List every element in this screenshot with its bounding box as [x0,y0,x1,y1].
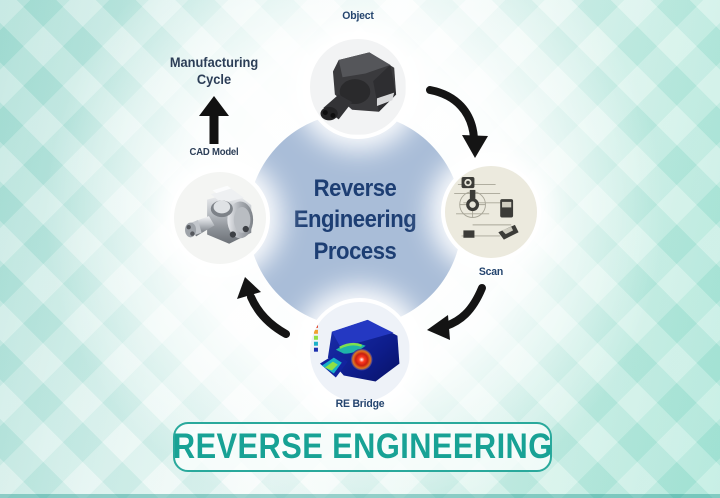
object-label: Object [342,10,374,22]
cad-metal-part-image [174,172,266,264]
object-part-icon [310,39,406,135]
cad-metal-part-icon [174,172,266,264]
manufacturing-cycle-label: Manufacturing Cycle [169,55,259,87]
arrow-object-to-scan-icon [426,86,488,158]
re-bridge-fea-image [310,302,410,402]
title-banner-text: REVERSE ENGINEERING [172,427,553,466]
re-bridge-fea-icon [310,302,410,402]
cad-model-label: CAD Model [189,147,239,158]
manufacturing-up-arrow-icon [199,96,229,144]
node-scan [441,162,541,262]
bottom-accent-strip [0,494,720,498]
scan-label: Scan [478,266,504,278]
scan-drawing-icon [445,166,537,258]
node-object [306,35,410,139]
arrow-scan-to-rebridge-icon [427,284,486,340]
node-cad-model [170,168,270,268]
scan-drawing-image [445,166,537,258]
object-part-image [310,39,406,135]
title-banner: REVERSE ENGINEERING [173,422,552,472]
process-center-circle: Reverse Engineering Process [248,113,462,327]
re-bridge-label: RE Bridge [335,398,385,410]
process-title: Reverse Engineering Process [293,175,417,265]
node-re-bridge [306,298,414,406]
